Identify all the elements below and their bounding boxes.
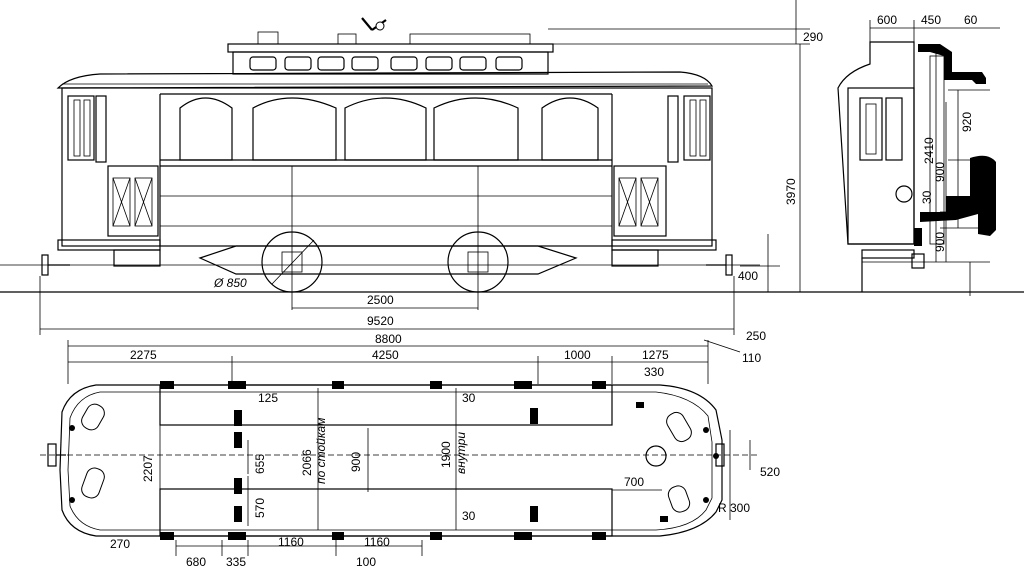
dim-250: 250 — [746, 329, 766, 343]
right-platform — [611, 95, 717, 267]
saloon-windows — [179, 97, 599, 161]
dim-po-stoikam: по стойкам — [314, 418, 328, 484]
lantern-top — [227, 43, 554, 53]
dim-4250: 4250 — [372, 348, 399, 362]
floor-outline — [59, 384, 723, 537]
bench-lower — [159, 488, 613, 537]
dim-wheel-diameter: Ø 850 — [213, 276, 247, 290]
dim-900-step: 900 — [933, 232, 947, 252]
dim-600: 600 — [877, 13, 897, 27]
dim-520: 520 — [760, 465, 780, 479]
clerestory-windows — [249, 56, 523, 71]
plan-view — [40, 381, 760, 540]
dim-680: 680 — [186, 555, 206, 569]
dim-1160-b: 1160 — [364, 535, 390, 549]
dim-110: 110 — [742, 351, 761, 365]
dim-1275: 1275 — [642, 348, 669, 362]
dim-8800: 8800 — [375, 332, 402, 346]
posts — [160, 381, 668, 540]
dim-450: 450 — [921, 13, 941, 27]
end-dimensions: 600 450 60 920 2410 900 30 900 — [869, 13, 1000, 262]
dim-125: 125 — [258, 391, 278, 405]
side-dimensions: 290 3970 400 Ø 850 2500 9520 — [39, 0, 823, 335]
dim-900-seat: 900 — [933, 162, 947, 182]
platform-fittings — [47, 403, 725, 513]
left-platform — [57, 95, 161, 267]
plan-dimensions: 8800 250 110 2275 4250 1000 1275 330 125… — [67, 329, 780, 569]
dim-270: 270 — [110, 537, 130, 551]
bench-upper — [159, 384, 613, 426]
dim-2410: 2410 — [922, 137, 936, 164]
truck-frame — [198, 245, 578, 275]
dim-30-top: 30 — [462, 391, 476, 405]
dim-335: 335 — [226, 555, 246, 569]
end-elevation — [837, 41, 996, 296]
dim-R300: R 300 — [718, 501, 750, 515]
dim-2275: 2275 — [130, 348, 157, 362]
dim-2500: 2500 — [367, 293, 394, 307]
dim-700: 700 — [624, 475, 644, 489]
side-elevation — [0, 17, 1024, 310]
dim-570: 570 — [253, 498, 267, 518]
dim-1900: 1900 — [439, 441, 453, 468]
dim-1160-a: 1160 — [278, 535, 304, 549]
dim-290: 290 — [803, 30, 823, 44]
dim-900-plan: 900 — [349, 452, 363, 472]
dim-655: 655 — [253, 454, 267, 474]
dim-100: 100 — [356, 555, 376, 569]
dim-1000: 1000 — [564, 348, 591, 362]
dim-3970: 3970 — [784, 178, 798, 205]
dim-30-side: 30 — [920, 190, 934, 204]
dim-vnutri: внутри — [454, 432, 468, 474]
dim-400: 400 — [738, 269, 758, 283]
dim-2066: 2066 — [300, 449, 314, 476]
dim-920: 920 — [960, 112, 974, 132]
roof — [56, 71, 714, 89]
dim-330: 330 — [644, 365, 664, 379]
dim-60: 60 — [964, 13, 978, 27]
dim-30-bottom: 30 — [462, 509, 476, 523]
dim-9520: 9520 — [367, 314, 394, 328]
dim-2207: 2207 — [141, 455, 155, 482]
